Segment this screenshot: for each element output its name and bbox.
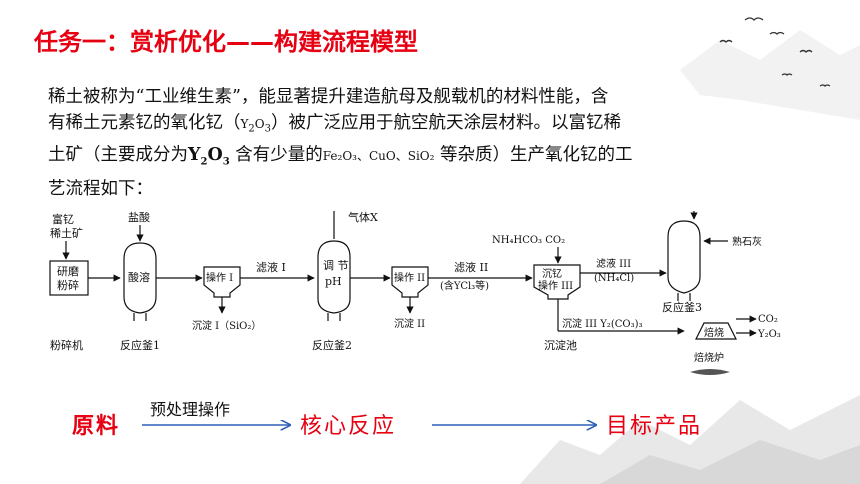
filtrate1-label: 滤液 I	[256, 260, 286, 274]
ore-label-1: 富钇	[52, 212, 74, 226]
para-line-2a: 有稀土元素钇的氧化钇（	[48, 113, 241, 133]
filter3	[533, 264, 581, 300]
grinder-label: 粉碎机	[50, 338, 83, 352]
core-reaction-label: 核心反应	[300, 414, 397, 439]
filtrate2-label: 滤液 II	[454, 260, 488, 274]
filtrate3-note: (NH₄Cl)	[594, 273, 634, 284]
ppt-y-label-1: 沉钇	[542, 267, 562, 280]
problem-paragraph: 稀土被称为“工业维生素”，能显著提升建造航母及舰载机的材料性能，含 有稀土元素钇…	[48, 87, 633, 199]
raw-material-label: 原料	[72, 413, 121, 439]
adjust-ph-label-1: 调 节	[323, 259, 349, 272]
reactor3-label: 反应釜3	[662, 300, 702, 314]
op2-label: 操作 II	[394, 271, 425, 284]
y2o3-formula: Y2O3	[240, 117, 272, 135]
target-product-label: 目标产品	[606, 414, 703, 439]
para-line-3a: 土矿（主要成分为	[48, 145, 188, 166]
filtrate3-label: 滤液 III	[596, 257, 631, 270]
grind-label-2: 粉碎	[57, 278, 79, 292]
ppt-y-label-2: 操作 III	[538, 279, 573, 292]
hcl-label: 盐酸	[128, 211, 150, 224]
y2o3-symbol: Y	[240, 117, 249, 131]
y2o3-out-label: Y₂O₃	[757, 329, 781, 340]
y2o3-symbol-2: Y	[188, 145, 201, 166]
furnace-label: 焙烧炉	[694, 351, 724, 364]
reactor1-vessel	[123, 242, 157, 314]
page-title: 任务一：赏析优化——构建流程模型	[34, 28, 418, 56]
reactor2-vessel	[317, 240, 351, 314]
birds-icon	[719, 17, 831, 87]
impurities-formula: Fe₂O₃、CuO、SiO₂	[322, 149, 435, 164]
precip-pool-label: 沉淀池	[544, 338, 577, 352]
process-flowchart: 富钇 稀土矿 研磨 粉碎 粉碎机 盐酸 酸溶 反应釜1 操作 I 沉淀 I（Si…	[44, 202, 798, 369]
calcine-label: 焙烧	[704, 326, 724, 339]
lime-label: 熟石灰	[732, 235, 762, 248]
reactor2-label: 反应釜2	[312, 338, 352, 352]
co2-out-label: CO₂	[758, 314, 778, 325]
filter1	[203, 266, 241, 298]
para-line-1: 稀土被称为“工业维生素”，能显著提升建造航母及舰载机的材料性能，含	[48, 87, 609, 107]
para-line-4: 艺流程如下：	[48, 178, 153, 199]
precip3-label: 沉淀 III Y₂(CO₃)₃	[562, 317, 643, 330]
para-line-3c: 等杂质）生产氧化钇的工	[440, 145, 633, 166]
reagents-label: NH₄HCO₃ CO₂	[492, 235, 565, 246]
ore-label-2: 稀土矿	[50, 227, 83, 240]
para-line-3b: 含有少量的	[235, 145, 323, 166]
flowchart-svg: 富钇 稀土矿 研磨 粉碎 粉碎机 盐酸 酸溶 反应釜1 操作 I 沉淀 I（Si…	[49, 202, 781, 364]
precip2-label: 沉淀 II	[394, 317, 425, 330]
pretreatment-label: 预处理操作	[150, 400, 231, 419]
para-line-2b: ）被广泛应用于航空航天涂层材料。以富钇稀	[271, 113, 622, 133]
adjust-ph-label-2: pH	[325, 275, 342, 288]
grind-label-1: 研磨	[57, 265, 79, 278]
op1-label: 操作 I	[206, 271, 233, 284]
precip1-label: 沉淀 I（SiO₂）	[192, 319, 261, 332]
acid-dissolve-label: 酸溶	[128, 270, 150, 284]
furnace	[695, 322, 737, 340]
reactor3-vessel	[667, 220, 701, 294]
filtrate2-note: (含YCl₃等)	[440, 279, 489, 292]
gas-x-label: 气体X	[348, 211, 378, 224]
filter2	[391, 266, 429, 298]
reactor1-label: 反应釜1	[120, 338, 160, 352]
